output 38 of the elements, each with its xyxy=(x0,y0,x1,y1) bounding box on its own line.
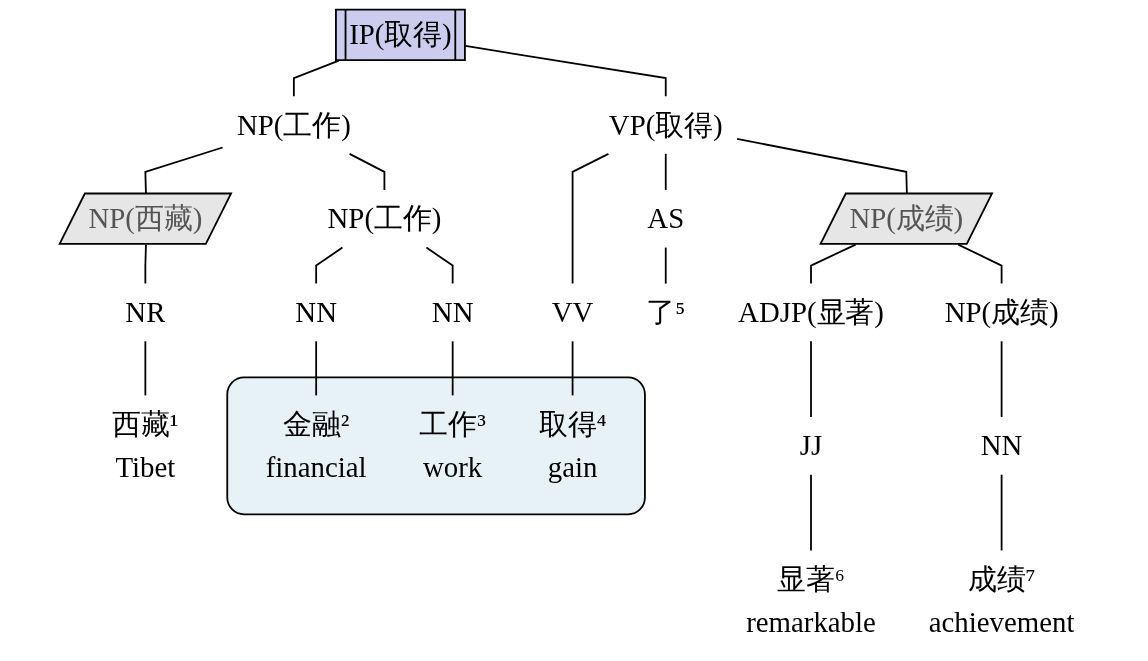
node-text: NN xyxy=(295,296,337,329)
node-text: JJ xyxy=(799,430,822,462)
connector xyxy=(809,243,857,285)
node-text: 成绩⁷ achievement xyxy=(928,563,1075,639)
connector xyxy=(571,340,574,397)
connector xyxy=(315,246,344,285)
connector xyxy=(664,246,667,285)
node-text: NN xyxy=(431,296,474,329)
connector xyxy=(348,152,386,191)
node-text: 金融² financial xyxy=(265,408,367,484)
connector xyxy=(425,246,454,285)
connector xyxy=(571,152,610,285)
node-text: 了⁵ xyxy=(646,296,685,329)
node-text: NN xyxy=(980,430,1023,462)
connector xyxy=(809,473,812,552)
node-text: AS xyxy=(647,203,684,235)
connector xyxy=(664,152,667,191)
connector xyxy=(464,45,667,98)
node-text: 西藏¹ Tibet xyxy=(111,408,179,484)
node-text: VP(取得) xyxy=(608,109,723,141)
node-text: NP(工作) xyxy=(236,109,351,141)
cluster xyxy=(226,376,646,516)
node-text: ADJP(显著) xyxy=(737,296,884,329)
node-text: VV xyxy=(551,296,594,329)
node-text: 显著⁶ remarkable xyxy=(745,563,876,639)
node-text: 取得⁴ gain xyxy=(538,408,607,484)
connector xyxy=(1000,473,1003,552)
connector xyxy=(144,340,146,397)
node-text: NP(成绩) xyxy=(944,296,1059,329)
connector xyxy=(315,340,317,397)
node-text: NP(工作) xyxy=(327,203,442,235)
connector xyxy=(957,243,1003,285)
node-text: 工作³ work xyxy=(419,408,486,484)
node-text: NR xyxy=(125,296,166,329)
connector xyxy=(1000,340,1003,418)
connector xyxy=(809,340,812,418)
connector xyxy=(144,243,147,285)
connector xyxy=(451,340,454,397)
